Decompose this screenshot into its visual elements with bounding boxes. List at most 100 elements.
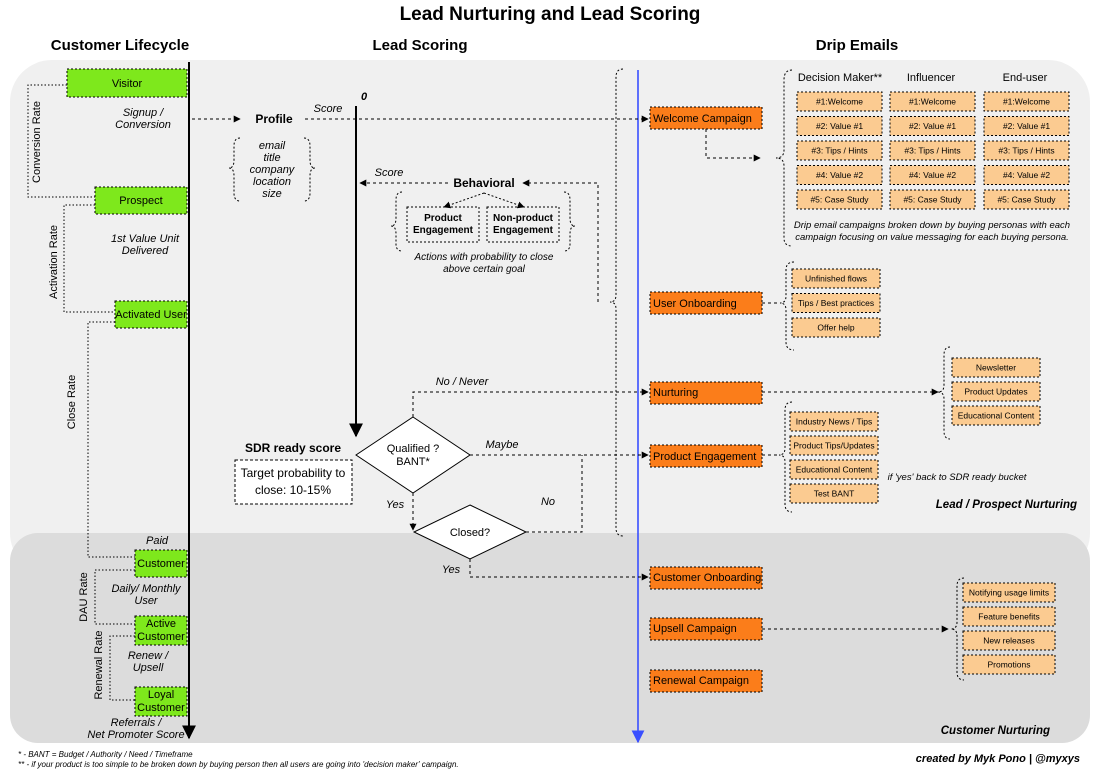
stage-visitor: Visitor xyxy=(66,68,188,98)
welcome-campaign[interactable]: Welcome Campaign xyxy=(649,106,763,130)
yes-label: Yes xyxy=(386,499,405,511)
svg-text:Prospect: Prospect xyxy=(119,195,162,207)
nurturing-item-label: Educational Content xyxy=(958,411,1035,421)
signup-label: Signup / xyxy=(123,107,164,119)
renewal-campaign[interactable]: Renewal Campaign xyxy=(649,669,763,693)
close-rate-label: Close Rate xyxy=(66,375,78,429)
persona-email-label: #3: Tips / Hints xyxy=(904,146,960,156)
actions-note-line2: above certain goal xyxy=(443,264,526,275)
persona-email: #4: Value #2 xyxy=(796,165,883,185)
svg-text:Visitor: Visitor xyxy=(112,78,143,90)
persona-email: #3: Tips / Hints xyxy=(796,140,883,161)
persona-email: #2: Value #1 xyxy=(983,116,1070,136)
svg-text:Engagement: Engagement xyxy=(493,225,554,236)
upsell-item-label: Notifying usage limits xyxy=(969,588,1049,598)
renew-label: Renew / xyxy=(128,650,169,662)
engagement-item-label: Product Tips/Updates xyxy=(793,441,874,451)
nurturing-campaign[interactable]: Nurturing xyxy=(649,381,763,405)
nurturing-item-label: Newsletter xyxy=(976,363,1016,373)
onboarding-item: Offer help xyxy=(791,317,881,338)
upsell-label: Upsell xyxy=(133,662,164,674)
profile-brace-left xyxy=(228,137,241,202)
persona-email-label: #1:Welcome xyxy=(909,97,956,107)
product-engagement-box: Product Engagement xyxy=(406,206,480,243)
svg-text:User Onboarding: User Onboarding xyxy=(653,298,737,310)
persona-email: #4: Value #2 xyxy=(983,165,1070,185)
closed-no-line xyxy=(526,455,583,533)
referrals-label: Referrals / xyxy=(111,717,163,729)
svg-text:Renewal Campaign: Renewal Campaign xyxy=(653,675,749,687)
nurturing-item: Educational Content xyxy=(951,405,1041,426)
persona-email-label: #2: Value #1 xyxy=(1003,121,1050,131)
behavioral-brace-right xyxy=(563,191,576,252)
svg-text:Target probability to: Target probability to xyxy=(241,466,346,480)
closed-no-label: No xyxy=(541,496,555,508)
stage-activated-user: Activated User xyxy=(114,300,188,329)
engagement-feedback-arrow xyxy=(522,179,599,302)
persona-email: #4: Value #2 xyxy=(889,165,976,185)
personas-brace xyxy=(775,69,793,247)
customer-nurturing-section-label: Customer Nurturing xyxy=(941,725,1050,737)
persona-header: Decision Maker** xyxy=(798,72,883,84)
maybe-label: Maybe xyxy=(485,439,518,451)
persona-email: #5: Case Study xyxy=(796,189,883,210)
engagement-item-label: Educational Content xyxy=(796,465,873,475)
profile-item: size xyxy=(262,188,282,200)
conversion-label: Conversion xyxy=(115,119,171,131)
persona-email: #3: Tips / Hints xyxy=(889,140,976,161)
onboarding-item-label: Offer help xyxy=(817,323,854,333)
behavioral-label: Behavioral xyxy=(453,176,514,190)
actions-note-line1: Actions with probability to close xyxy=(414,252,554,263)
nurturing-item: Product Updates xyxy=(951,381,1041,402)
customer-onboarding-campaign[interactable]: Customer Onboarding xyxy=(649,566,763,590)
sdr-title: SDR ready score xyxy=(245,441,341,455)
nps-label: Net Promoter Score xyxy=(87,729,184,741)
profile-item: company xyxy=(250,164,296,176)
svg-text:Product Engagement: Product Engagement xyxy=(653,451,756,463)
engagement-item-label: Industry News / Tips xyxy=(796,417,873,427)
if-yes-note: if 'yes' back to SDR ready bucket xyxy=(888,472,1027,483)
svg-text:Loyal: Loyal xyxy=(148,689,174,701)
engagement-brace xyxy=(778,401,793,513)
daily-monthly-label: Daily/ Monthly xyxy=(111,583,182,595)
stage-prospect: Prospect xyxy=(94,186,188,215)
persona-grid: Decision Maker** #1:Welcome #2: Value #1 #3… xyxy=(796,72,1070,210)
upsell-item: Feature benefits xyxy=(962,606,1056,627)
persona-email-label: #5: Case Study xyxy=(997,195,1056,205)
engagement-item: Industry News / Tips xyxy=(789,411,879,432)
persona-email-label: #4: Value #2 xyxy=(1003,170,1050,180)
svg-text:Nurturing: Nurturing xyxy=(653,387,698,399)
behavioral-brace-left xyxy=(390,191,403,252)
product-engagement-campaign[interactable]: Product Engagement xyxy=(649,444,763,468)
persona-email-label: #4: Value #2 xyxy=(816,170,863,180)
user-onboarding-campaign[interactable]: User Onboarding xyxy=(649,291,763,315)
stage-active-customer: Active Customer xyxy=(134,615,188,646)
svg-text:Qualified ?: Qualified ? xyxy=(387,443,440,455)
diagram-title: Lead Nurturing and Lead Scoring xyxy=(400,4,701,25)
credit: created by Myk Pono | @myxys xyxy=(916,753,1080,765)
persona-email: #3: Tips / Hints xyxy=(983,140,1070,161)
persona-email-label: #1:Welcome xyxy=(1003,97,1050,107)
svg-text:Product: Product xyxy=(424,213,462,224)
persona-email: #1:Welcome xyxy=(796,91,883,112)
persona-header: Influencer xyxy=(907,72,956,84)
upsell-item: New releases xyxy=(962,630,1056,651)
svg-text:Welcome Campaign: Welcome Campaign xyxy=(653,113,752,125)
upsell-campaign[interactable]: Upsell Campaign xyxy=(649,617,763,641)
dau-rate-label: DAU Rate xyxy=(78,572,90,622)
svg-text:Activated User: Activated User xyxy=(115,309,187,321)
svg-text:close: 10-15%: close: 10-15% xyxy=(255,483,331,497)
profile-item: email xyxy=(259,140,286,152)
nurturing-item: Newsletter xyxy=(951,357,1041,378)
engagement-item: Educational Content xyxy=(789,459,879,480)
delivered-label: Delivered xyxy=(122,245,169,257)
persona-email-label: #4: Value #2 xyxy=(909,170,956,180)
persona-email-label: #2: Value #1 xyxy=(816,121,863,131)
persona-email: #2: Value #1 xyxy=(796,116,883,136)
behavioral-to-nonproduct-arrow xyxy=(483,192,525,209)
lead-nurturing-section-label: Lead / Prospect Nurturing xyxy=(936,499,1077,511)
svg-text:Closed?: Closed? xyxy=(450,527,490,539)
